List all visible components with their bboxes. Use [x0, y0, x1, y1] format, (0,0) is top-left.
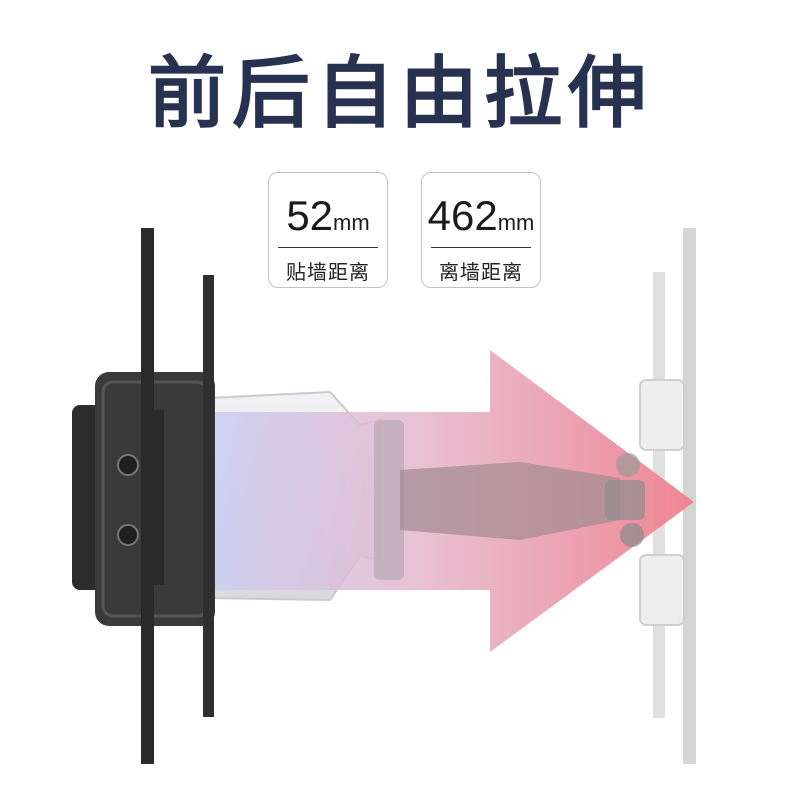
tv-panel-ghost-icon	[639, 228, 696, 764]
arm-joint-icon	[374, 420, 645, 580]
spec-value: 462mm	[422, 195, 540, 237]
headline: 前后自由拉伸	[147, 49, 652, 139]
spec-unit: mm	[497, 210, 535, 235]
spec-card-max-distance: 462mm 离墙距离	[421, 172, 541, 288]
spec-card-min-distance: 52mm 贴墙距离	[268, 172, 388, 288]
spec-number: 462	[427, 192, 498, 239]
divider	[278, 247, 378, 248]
divider	[431, 247, 531, 248]
tv-panel-icon	[141, 228, 214, 764]
spec-value: 52mm	[269, 195, 387, 237]
spec-label: 贴墙距离	[286, 260, 370, 284]
spec-label: 离墙距离	[439, 260, 523, 284]
spec-number: 52	[286, 192, 334, 239]
wall-plate-icon	[72, 372, 215, 626]
spec-unit: mm	[333, 210, 370, 235]
